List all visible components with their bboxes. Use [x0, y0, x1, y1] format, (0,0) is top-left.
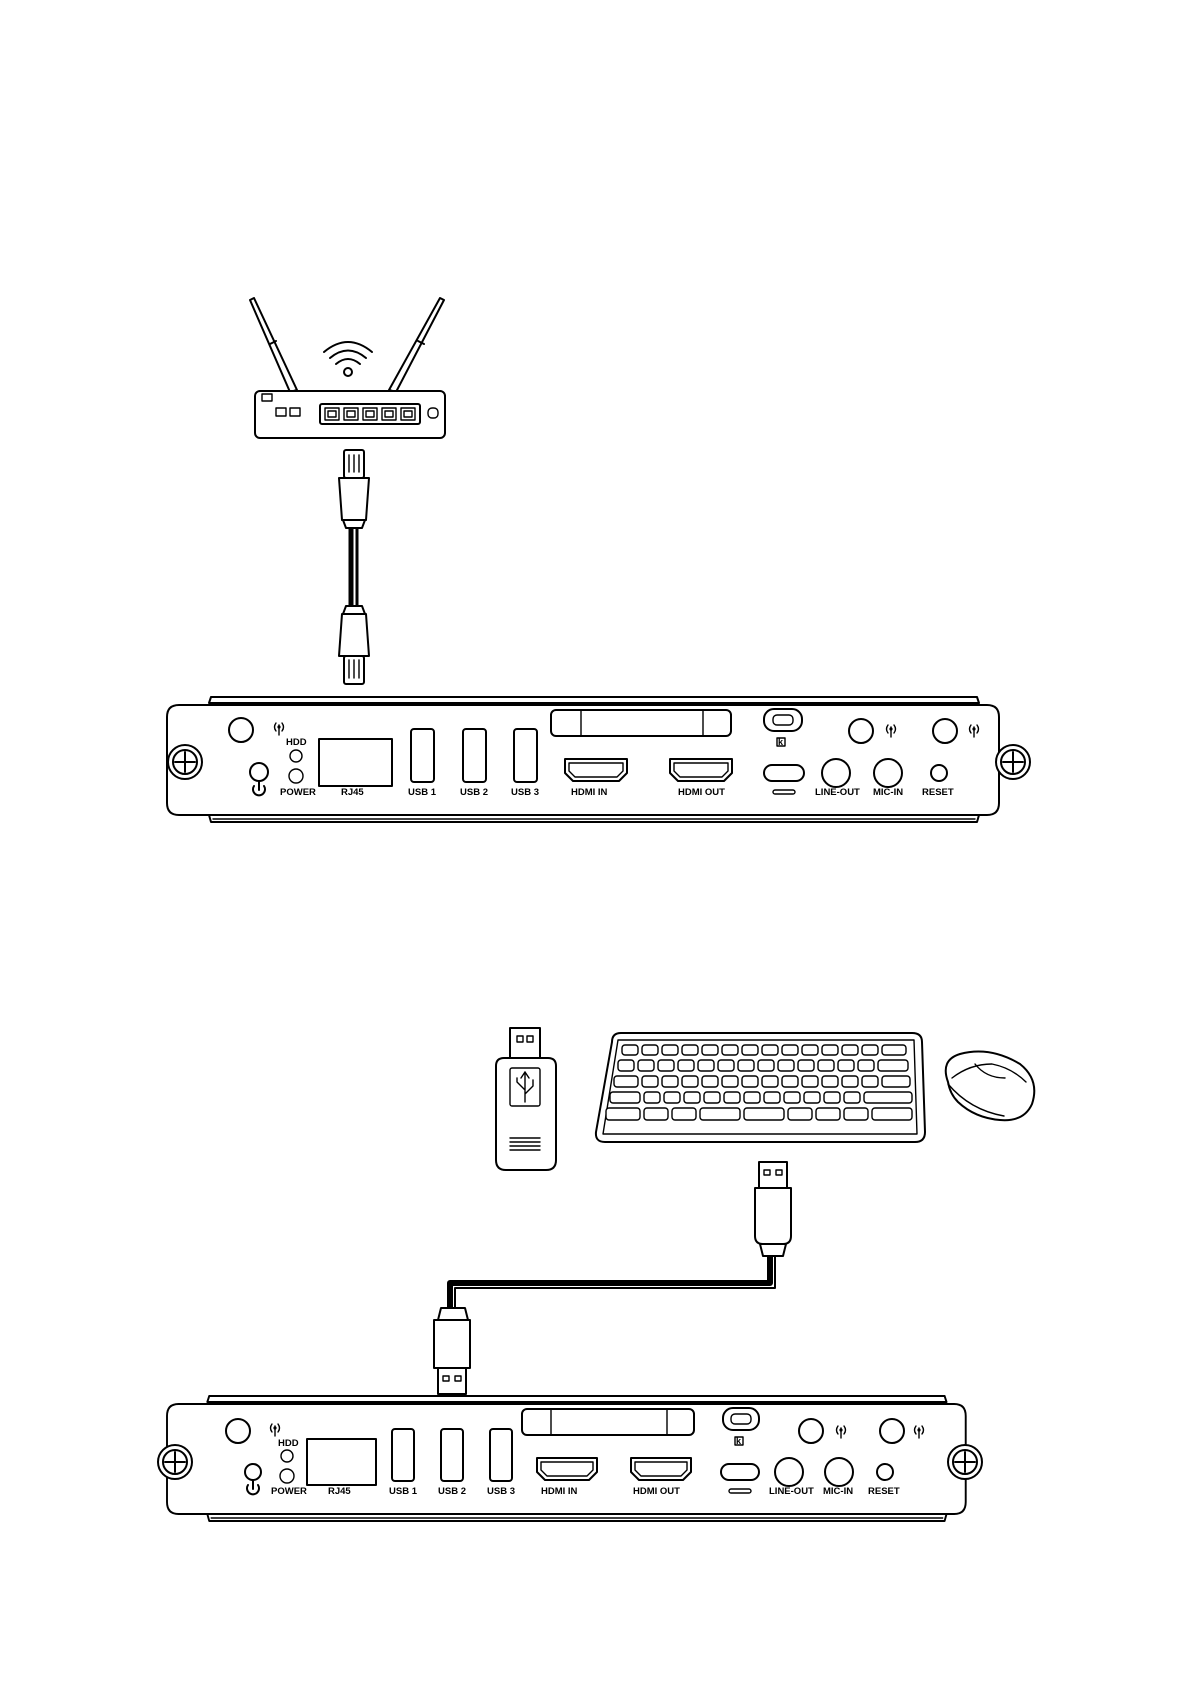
hdmi-out-label: HDMI OUT [678, 787, 725, 798]
reset-label: RESET [922, 787, 954, 798]
expansion-slot [522, 1409, 694, 1435]
hdd-label: HDD [286, 737, 307, 748]
reset-label: RESET [868, 1486, 900, 1497]
antenna-mount [849, 719, 873, 743]
power-led [280, 1469, 294, 1483]
wifi-icon [324, 342, 372, 376]
hdmi-out-label: HDMI OUT [633, 1486, 680, 1497]
mic-in-label: MIC-IN [823, 1486, 853, 1497]
mic-in-label: MIC-IN [873, 787, 903, 798]
router-antenna-left [250, 298, 297, 392]
ethernet-cable-icon [339, 450, 369, 684]
usb-cable-icon [434, 1162, 791, 1394]
usb3-port[interactable] [490, 1429, 512, 1481]
line-out-jack[interactable] [822, 759, 850, 787]
screw-icon [948, 1445, 982, 1479]
power-label: POWER [280, 787, 316, 798]
screw-icon [996, 745, 1030, 779]
screw-icon [168, 745, 202, 779]
screw-icon [158, 1445, 192, 1479]
antenna-mount [229, 718, 253, 742]
rj45-port[interactable] [307, 1439, 376, 1485]
usb-c-port[interactable] [764, 765, 804, 781]
line-out-label: LINE-OUT [769, 1486, 814, 1497]
usb2-port[interactable] [441, 1429, 463, 1481]
front-panel-bottom: HDD POWER RJ45 USB 1 USB 2 USB 3 HDMI IN… [158, 1396, 982, 1521]
hdd-led [290, 750, 302, 762]
line-out-jack[interactable] [775, 1458, 803, 1486]
router-antenna-right [389, 298, 444, 392]
hdd-label: HDD [278, 1438, 299, 1449]
power-button[interactable] [245, 1464, 261, 1480]
antenna-mount [226, 1419, 250, 1443]
hdmi-in-label: HDMI IN [541, 1486, 578, 1497]
usb1-port[interactable] [392, 1429, 414, 1481]
rj45-label: RJ45 [341, 787, 364, 798]
router [250, 298, 445, 438]
reset-button[interactable] [931, 765, 947, 781]
mic-in-jack[interactable] [825, 1458, 853, 1486]
line-out-label: LINE-OUT [815, 787, 860, 798]
usb2-label: USB 2 [460, 787, 488, 798]
usb3-port[interactable] [514, 729, 537, 782]
keyboard-icon [596, 1033, 925, 1142]
antenna-mount [880, 1419, 904, 1443]
hdmi-in-port[interactable] [565, 759, 627, 781]
hdmi-out-port[interactable] [670, 759, 732, 781]
power-button[interactable] [250, 763, 268, 781]
usb2-port[interactable] [463, 729, 486, 782]
usb3-label: USB 3 [511, 787, 539, 798]
power-led [289, 769, 303, 783]
antenna-mount [799, 1419, 823, 1443]
usb1-label: USB 1 [408, 787, 437, 798]
usb2-label: USB 2 [438, 1486, 466, 1497]
antenna-mount [933, 719, 957, 743]
usb1-port[interactable] [411, 729, 434, 782]
router-icon [255, 391, 445, 438]
reset-button[interactable] [877, 1464, 893, 1480]
usb-c-port[interactable] [721, 1464, 759, 1480]
hdmi-in-label: HDMI IN [571, 787, 608, 798]
usb3-label: USB 3 [487, 1486, 515, 1497]
expansion-slot [551, 710, 731, 736]
mouse-icon [946, 1052, 1035, 1121]
usb-flash-drive-icon [496, 1028, 556, 1170]
rj45-port[interactable] [319, 739, 392, 786]
hdd-led [281, 1450, 293, 1462]
front-panel-top: HDD POWER RJ45 USB 1 USB 2 USB 3 HDMI IN… [167, 697, 1030, 822]
mic-in-jack[interactable] [874, 759, 902, 787]
rj45-label: RJ45 [328, 1486, 351, 1497]
power-label: POWER [271, 1486, 307, 1497]
usb1-label: USB 1 [389, 1486, 418, 1497]
